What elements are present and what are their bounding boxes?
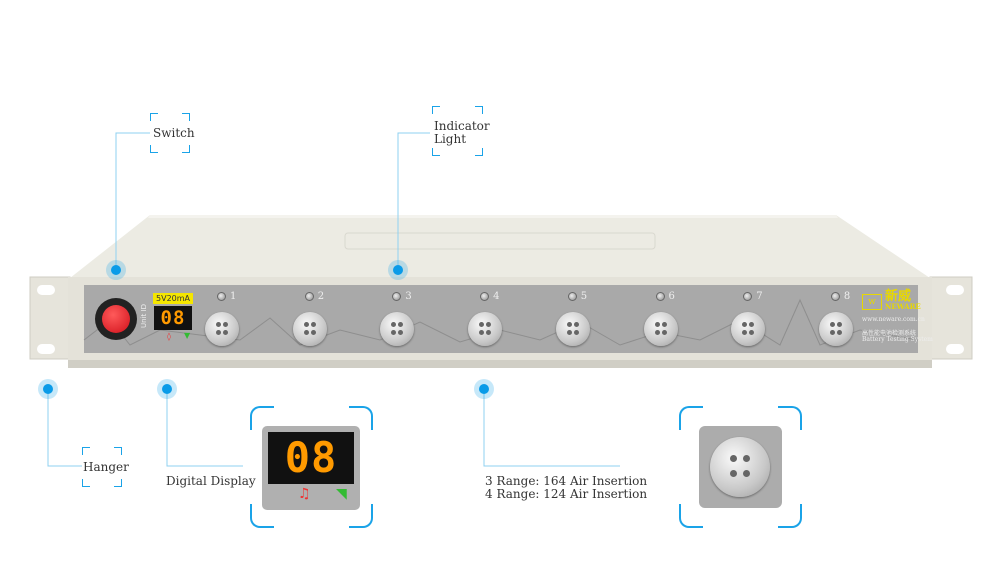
website: www.neware.com.cn xyxy=(862,316,925,323)
brand-cn: 新威 xyxy=(885,289,912,304)
display-marker[interactable] xyxy=(157,379,177,399)
port-marker[interactable] xyxy=(474,379,494,399)
connector-detail xyxy=(710,437,770,497)
switch-callout: Switch xyxy=(150,113,195,153)
battery-connector-port[interactable] xyxy=(731,312,766,346)
rating-badge: 5V20mA xyxy=(153,293,194,304)
indicator-light xyxy=(392,292,402,301)
battery-connector-port[interactable] xyxy=(380,312,415,346)
unit-id-display: 08 xyxy=(154,306,192,330)
battery-connector-port[interactable] xyxy=(818,312,853,346)
channel-number: 7 xyxy=(756,291,763,302)
channel-number: 8 xyxy=(843,291,851,302)
indicator-light xyxy=(304,292,314,301)
brand-en: NEWARE xyxy=(885,302,921,311)
indicator-light xyxy=(480,292,490,301)
indicator-light xyxy=(567,292,577,301)
hanger-label: Hanger xyxy=(83,460,129,474)
channel-number: 5 xyxy=(580,291,588,302)
indicator-marker[interactable] xyxy=(388,260,408,280)
battery-connector-port[interactable] xyxy=(205,312,239,346)
channel-number: 1 xyxy=(230,291,237,302)
switch-label: Switch xyxy=(153,126,195,140)
indicator-callout: Indicator Light xyxy=(432,106,490,156)
bell-icon: ♫ xyxy=(298,486,311,502)
product-cn: 高性能电池检测系统 xyxy=(862,330,917,337)
brand-logo: w 新威 NEWARE xyxy=(862,289,921,312)
digital-display-label: Digital Display xyxy=(166,474,256,488)
hanger-callout: Hanger xyxy=(82,447,129,487)
range-line-2: 4 Range: 124 Air Insertion xyxy=(485,487,648,501)
port-detail-frame xyxy=(679,406,802,528)
power-switch[interactable] xyxy=(95,298,137,340)
wifi-icon: ◥ xyxy=(336,486,347,502)
product-en: Battery Testing System xyxy=(862,336,933,343)
channel-number: 4 xyxy=(493,291,500,302)
channel-number: 3 xyxy=(405,291,412,302)
alarm-icon: ◊ xyxy=(167,332,171,341)
brand-logo-icon: w xyxy=(862,294,882,310)
hanger-marker[interactable] xyxy=(38,379,58,399)
battery-connector-port[interactable] xyxy=(468,312,503,346)
display-detail-frame: 08 ♫ ◥ xyxy=(250,406,373,528)
battery-connector-port[interactable] xyxy=(555,312,590,346)
indicator-light xyxy=(655,292,665,301)
indicator-light xyxy=(830,292,840,301)
range-line-1: 3 Range: 164 Air Insertion xyxy=(485,474,648,488)
detail-digital-display: 08 xyxy=(268,432,354,484)
battery-connector-port[interactable] xyxy=(292,312,327,346)
indicator-label-line1: Indicator xyxy=(434,119,490,133)
channel-number: 6 xyxy=(668,291,675,302)
switch-marker[interactable] xyxy=(106,260,126,280)
top-embossed-logo xyxy=(344,232,656,250)
indicator-light xyxy=(743,292,753,301)
channel-number: 2 xyxy=(317,291,325,302)
signal-icon: ▼ xyxy=(184,331,191,340)
indicator-label-line2: Light xyxy=(434,132,467,146)
indicator-light xyxy=(217,292,226,301)
battery-connector-port[interactable] xyxy=(643,312,678,346)
